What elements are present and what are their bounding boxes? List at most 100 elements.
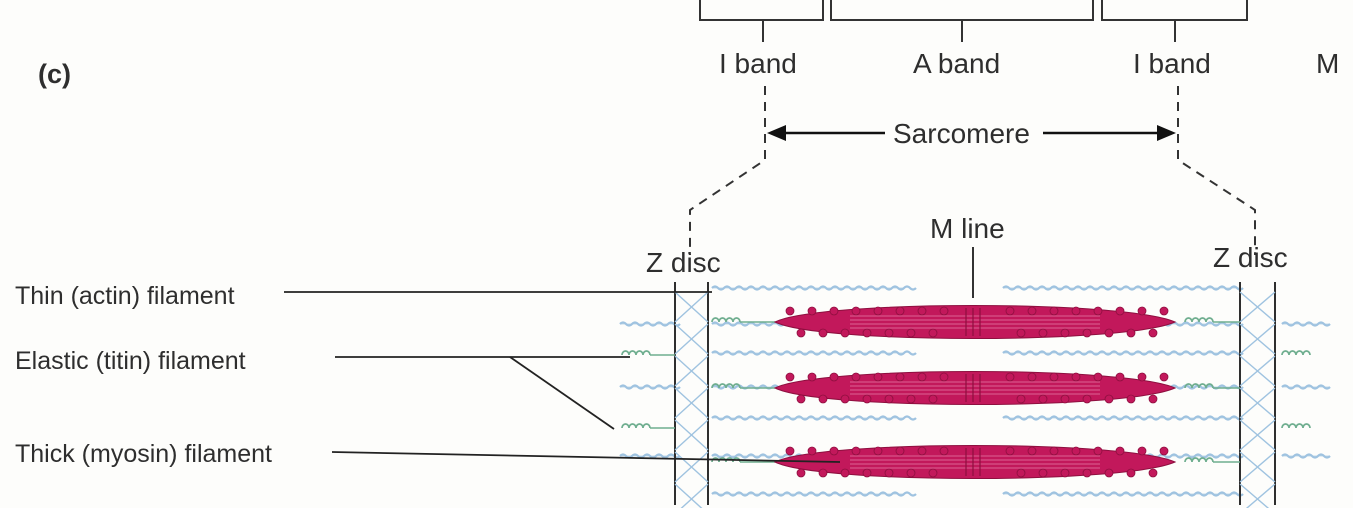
myosin-head	[851, 306, 861, 316]
myosin-head	[840, 394, 850, 404]
thin-filament-label: Thin (actin) filament	[15, 282, 235, 310]
titin-coil-outer-left-0	[621, 350, 651, 356]
myosin-head	[796, 328, 806, 338]
panel-label: (c)	[38, 59, 71, 89]
z-disc-link-0	[680, 483, 709, 508]
elastic-filament-label: Elastic (titin) filament	[15, 347, 246, 375]
myosin-head	[895, 306, 905, 316]
myosin-head	[1159, 306, 1169, 316]
myosin-head	[1148, 468, 1158, 478]
myosin-head	[906, 468, 916, 478]
titin-coil-outer-left-1	[621, 423, 651, 429]
titin-coil-right-2	[1184, 457, 1214, 463]
myosin-head	[884, 468, 894, 478]
myosin-head	[1071, 306, 1081, 316]
myosin-head	[928, 468, 938, 478]
z-disc-link-0	[674, 291, 709, 323]
myosin-head	[1126, 468, 1136, 478]
myosin-head	[1126, 328, 1136, 338]
myosin-head	[1104, 468, 1114, 478]
myosin-head	[1038, 468, 1048, 478]
myosin-head	[862, 328, 872, 338]
myosin-head	[928, 328, 938, 338]
myosin-head	[1027, 446, 1037, 456]
myosin-head	[1104, 328, 1114, 338]
z-disc-link-0	[674, 451, 709, 483]
z-disc-link-1	[1239, 387, 1276, 419]
myosin-head	[1137, 372, 1147, 382]
z-disc-left-label: Z disc	[646, 247, 721, 278]
myosin-head	[1148, 328, 1158, 338]
myosin-head	[1159, 446, 1169, 456]
myosin-head	[1093, 446, 1103, 456]
myosin-head	[1049, 372, 1059, 382]
myosin-head	[1137, 446, 1147, 456]
myosin-head	[807, 446, 817, 456]
myosin-head	[1027, 306, 1037, 316]
myosin-head	[785, 446, 795, 456]
myosin-head	[1093, 306, 1103, 316]
myosin-head	[862, 468, 872, 478]
titin-coil-right-0	[1184, 317, 1214, 323]
thick-filament-label: Thick (myosin) filament	[15, 440, 272, 468]
myosin-head	[818, 394, 828, 404]
myosin-head	[917, 372, 927, 382]
myosin-head	[818, 328, 828, 338]
myosin-head	[1082, 394, 1092, 404]
myosin-head	[895, 372, 905, 382]
myosin-head	[840, 328, 850, 338]
myosin-head	[1038, 328, 1048, 338]
myosin-head	[785, 372, 795, 382]
z-disc-link-0	[674, 419, 709, 451]
myosin-head	[906, 394, 916, 404]
myosin-head	[796, 394, 806, 404]
z-disc-link-1	[1239, 291, 1276, 323]
myosin-head	[939, 446, 949, 456]
myosin-head	[1060, 328, 1070, 338]
myosin-head	[1016, 394, 1026, 404]
myosin-head	[807, 306, 817, 316]
myosin-head	[895, 446, 905, 456]
myosin-head	[1027, 372, 1037, 382]
myosin-head	[785, 306, 795, 316]
titin-coil-right-1	[1184, 383, 1214, 389]
titin-coil-outer-right-0	[1281, 350, 1311, 356]
z-disc-link-0	[674, 387, 709, 419]
myosin-head	[1038, 394, 1048, 404]
titin-coil-left-1	[711, 383, 741, 389]
z-disc-link-1	[1239, 451, 1276, 483]
myosin-head	[829, 446, 839, 456]
myosin-head	[862, 394, 872, 404]
sarcomere-arrow	[767, 125, 1176, 141]
myosin-head	[818, 468, 828, 478]
i-band-right-label: I band	[1133, 48, 1211, 79]
myosin-head	[1137, 306, 1147, 316]
myosin-head	[1159, 372, 1169, 382]
myosin-head	[829, 306, 839, 316]
myosin-head	[1016, 328, 1026, 338]
z-disc-link-1	[1239, 419, 1276, 451]
myosin-head	[1005, 306, 1015, 316]
myosin-head	[1115, 306, 1125, 316]
z-disc-link-1	[1245, 483, 1276, 508]
myosin-head	[1049, 446, 1059, 456]
dashed-guides	[689, 86, 1256, 255]
myosin-head	[1148, 394, 1158, 404]
myosin-head	[928, 394, 938, 404]
myosin-head	[1104, 394, 1114, 404]
myosin-head	[1071, 446, 1081, 456]
a-band-box	[830, 0, 1094, 21]
myosin-head	[884, 394, 894, 404]
myosin-head	[1049, 306, 1059, 316]
myosin-head	[796, 468, 806, 478]
z-disc-link-0	[674, 323, 709, 355]
z-disc-right-label: Z disc	[1213, 242, 1288, 273]
myosin-head	[851, 446, 861, 456]
myosin-head	[939, 372, 949, 382]
titin-coil-left-0	[711, 317, 741, 323]
myosin-head	[1126, 394, 1136, 404]
myosin-head	[1082, 328, 1092, 338]
myosin-head	[851, 372, 861, 382]
